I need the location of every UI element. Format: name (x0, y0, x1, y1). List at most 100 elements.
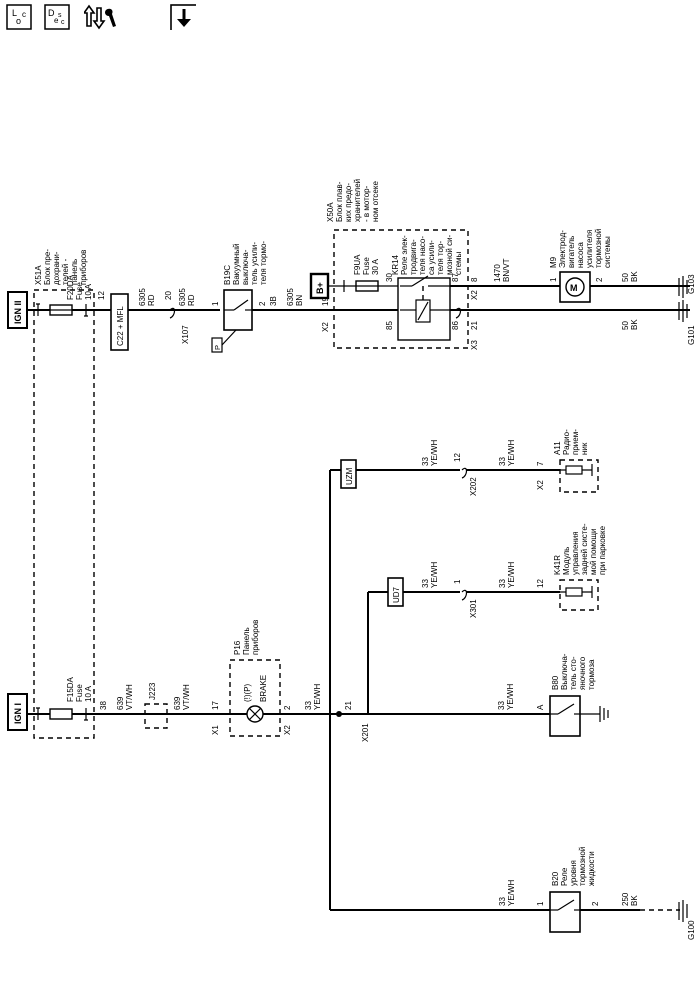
svg-text:Блок плав-: Блок плав- (335, 181, 344, 222)
svg-text:Радио-: Радио- (562, 429, 571, 455)
svg-text:1: 1 (549, 277, 558, 282)
desc-button[interactable]: D e s c (44, 4, 70, 30)
ground-g101: G101 (678, 300, 696, 345)
svg-text:33: 33 (421, 579, 430, 588)
svg-text:e: e (54, 16, 59, 25)
svg-text:639: 639 (116, 696, 125, 710)
svg-text:жидкости: жидкости (587, 851, 596, 886)
svg-text:KR14: KR14 (391, 254, 400, 275)
fuse-f9ua: F9UA Fuse 30 A (344, 254, 400, 292)
x50a-label: X50A Блок плав- ких предо- хранителей - … (326, 179, 380, 222)
svg-text:10 A: 10 A (84, 685, 93, 702)
ud7-module: UD7 (387, 577, 404, 607)
ground-g100: G100 (678, 900, 696, 940)
wrench-arrows-icon[interactable] (84, 4, 118, 30)
svg-text:Вакуумный: Вакуумный (232, 244, 241, 285)
svg-text:BN: BN (295, 295, 304, 306)
svg-text:P16: P16 (233, 640, 242, 655)
svg-text:21: 21 (470, 321, 479, 330)
x202-connector: 12 X202 (453, 453, 478, 496)
svg-text:Fuse: Fuse (75, 282, 84, 300)
svg-text:панель: панель (70, 259, 79, 285)
svg-text:BK: BK (630, 271, 639, 282)
svg-text:BK: BK (630, 319, 639, 330)
svg-text:250: 250 (621, 892, 630, 906)
svg-text:B20: B20 (551, 871, 560, 886)
loc-button[interactable]: L o c (6, 4, 32, 30)
svg-text:85: 85 (385, 321, 394, 330)
x50a-block (333, 229, 469, 349)
svg-text:17: 17 (211, 701, 220, 710)
svg-text:B19C: B19C (223, 265, 232, 285)
bplus-label: B+ (309, 272, 330, 300)
svg-text:YE/WH: YE/WH (506, 684, 515, 710)
svg-text:10 A: 10 A (84, 283, 93, 300)
svg-text:UD7: UD7 (392, 586, 401, 603)
svg-text:2: 2 (591, 901, 600, 906)
svg-text:1: 1 (453, 579, 462, 584)
svg-text:X202: X202 (469, 477, 478, 496)
uzm-module: UZM (340, 459, 357, 489)
svg-text:X3: X3 (470, 340, 479, 350)
svg-text:насоса: насоса (576, 242, 585, 268)
svg-text:G100: G100 (687, 920, 696, 940)
svg-text:яночного: яночного (578, 656, 587, 690)
svg-text:ких предо-: ких предо- (344, 183, 353, 222)
svg-text:3B: 3B (269, 296, 278, 306)
ign2-label: IGN II (7, 291, 28, 329)
svg-text:Модуль: Модуль (562, 547, 571, 575)
svg-text:X2: X2 (283, 725, 292, 735)
svg-text:BN/VT: BN/VT (502, 258, 511, 282)
b20-brake-fluid-level-switch: 1 2 B20 Реле уровня тормозной жидкости (536, 847, 600, 933)
svg-text:ном отсеке: ном отсеке (371, 181, 380, 222)
svg-text:тель усили-: тель усили- (250, 242, 259, 285)
svg-text:теля тор-: теля тор- (436, 241, 445, 275)
svg-text:6305: 6305 (178, 288, 187, 306)
svg-text:Fuse: Fuse (75, 684, 84, 702)
svg-text:33: 33 (498, 579, 507, 588)
x301-connector: 1 X301 (453, 579, 478, 618)
p16-instrument-panel: 17 X1 (!)(P) BRAKE P16 Панель приборов 2… (211, 620, 292, 737)
svg-text:тормозной: тормозной (594, 229, 603, 268)
svg-text:1: 1 (211, 301, 220, 306)
svg-text:20: 20 (164, 291, 173, 300)
svg-text:1: 1 (536, 901, 545, 906)
svg-text:тормоза: тормоза (587, 659, 596, 690)
svg-text:(!)(P): (!)(P) (243, 683, 252, 702)
svg-text:RD: RD (187, 294, 196, 306)
svg-text:A: A (536, 704, 545, 710)
svg-text:2: 2 (595, 277, 604, 282)
fuse-f15da: F15DA Fuse 10 A (36, 676, 93, 721)
svg-text:50: 50 (621, 321, 630, 330)
svg-text:Реле элек-: Реле элек- (400, 235, 409, 275)
svg-text:вигатель: вигатель (567, 236, 576, 268)
svg-text:BK: BK (630, 895, 639, 906)
svg-text:2: 2 (283, 705, 292, 710)
svg-text:X201: X201 (361, 723, 370, 742)
svg-text:VT/WH: VT/WH (125, 684, 134, 710)
svg-text:теля насо-: теля насо- (418, 236, 427, 275)
svg-text:X2: X2 (321, 322, 330, 332)
svg-text:X301: X301 (469, 599, 478, 618)
svg-text:IGN II: IGN II (13, 300, 23, 324)
svg-text:YE/WH: YE/WH (507, 880, 516, 906)
svg-text:Выключа-: Выключа- (560, 653, 569, 690)
svg-text:1470: 1470 (493, 264, 502, 282)
svg-text:RD: RD (147, 294, 156, 306)
svg-text:639: 639 (173, 696, 182, 710)
down-arrow-button[interactable] (170, 4, 196, 30)
svg-text:A11: A11 (553, 441, 562, 455)
svg-text:Fuse: Fuse (362, 257, 371, 275)
svg-text:X2: X2 (470, 290, 479, 300)
svg-text:ник: ник (580, 442, 589, 455)
kr14-relay: KR14 Реле элек- тродвига- теля насо- са … (385, 234, 463, 341)
ground-g103: G103 (678, 274, 696, 298)
c22-mfl-connector: C22 + MFL (110, 293, 129, 351)
svg-text:X50A: X50A (326, 202, 335, 222)
svg-text:тормозной: тормозной (578, 847, 587, 886)
svg-text:управления: управления (571, 531, 580, 575)
k41r-parking-assist-module: 12 K41R Модуль управления задней систе- … (536, 523, 607, 611)
svg-text:- в мотор-: - в мотор- (362, 185, 371, 222)
svg-text:мой помощи: мой помощи (589, 529, 598, 575)
